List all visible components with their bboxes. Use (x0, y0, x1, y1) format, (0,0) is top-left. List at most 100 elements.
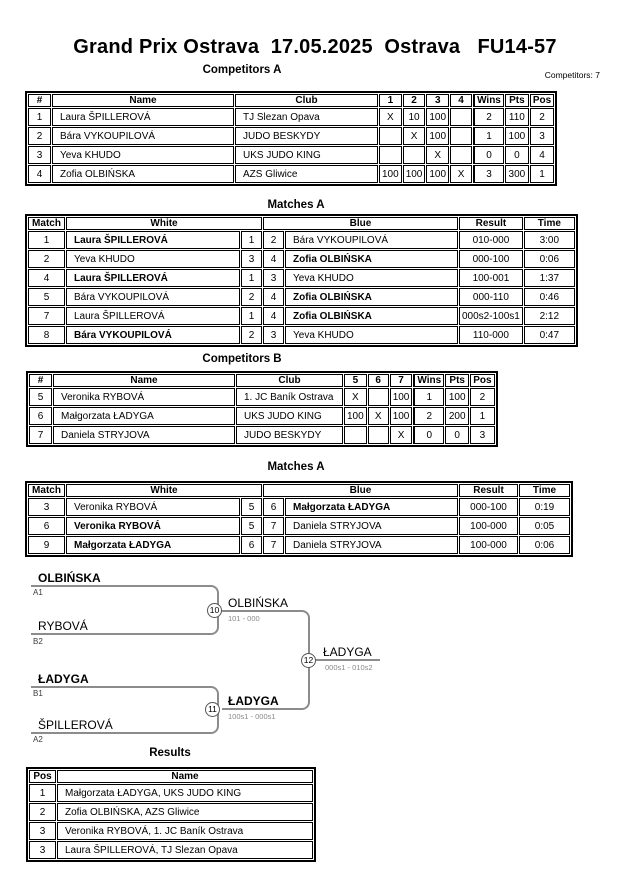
bracket-line-winner-top (222, 610, 310, 661)
white-seed-cell: 1 (241, 231, 262, 249)
num-cell: 7 (29, 426, 52, 444)
name-cell: Małgorzata ŁADYGA (53, 407, 235, 425)
result-cell: 100 (389, 388, 413, 406)
pts-cell: 100 (445, 388, 470, 406)
pts-cell: 0 (445, 426, 470, 444)
match-number-cell: 6 (28, 517, 65, 535)
result-cell: X (402, 127, 426, 145)
name-cell: Veronika RYBOVÁ (53, 388, 235, 406)
results-table: Pos Name 1 Małgorzata ŁADYGA, UKS JUDO K… (26, 767, 316, 862)
club-cell: JUDO BESKYDY (235, 127, 378, 145)
table-row: 2 Bára VYKOUPILOVÁ JUDO BESKYDY X 100 1 … (28, 127, 555, 145)
time-cell: 3:00 (523, 231, 575, 249)
col-header-time: Time (523, 217, 575, 230)
name-cell: Bára VYKOUPILOVÁ (52, 127, 234, 145)
result-cell: 100-000 (459, 517, 518, 535)
col-header-wins: Wins (473, 94, 504, 107)
matches-a2-table: Match White Blue Result Time 3 Veronika … (25, 481, 573, 557)
wins-cell: 3 (473, 165, 504, 183)
white-seed-cell: 5 (241, 498, 262, 516)
pos-cell: 1 (470, 407, 495, 425)
result-cell: 100 (426, 108, 450, 126)
col-header-r3: 7 (389, 374, 413, 387)
bracket-seed-label: B2 (33, 637, 43, 646)
match-row: 6 Veronika RYBOVÁ 5 7 Daniela STRYJOVA 1… (28, 517, 570, 535)
competitors-a-table: # Name Club 1 2 3 4 Wins Pts Pos 1 Laura… (25, 91, 558, 186)
num-cell: 2 (28, 127, 51, 145)
white-name-cell: Veronika RYBOVÁ (66, 498, 240, 516)
section-heading-results: Results (149, 747, 191, 759)
competitors-count-label: Competitors: 7 (544, 70, 600, 80)
white-seed-cell: 6 (241, 536, 262, 554)
col-header-result: Result (459, 484, 518, 497)
result-cell: 100-000 (459, 536, 518, 554)
result-cell (402, 146, 426, 164)
pos-cell: 2 (29, 803, 56, 821)
blue-seed-cell: 4 (263, 250, 284, 268)
match-number-cell: 4 (28, 269, 65, 287)
table-row: 6 Małgorzata ŁADYGA UKS JUDO KING 100 X … (29, 407, 495, 425)
col-header-pts: Pts (504, 94, 529, 107)
bracket-line-winner-bottom (222, 660, 310, 710)
club-cell: UKS JUDO KING (236, 407, 343, 425)
pos-cell: 3 (29, 822, 56, 840)
col-header-white: White (66, 484, 262, 497)
name-cell: Zofia OLBIŃSKA (52, 165, 234, 183)
wins-cell: 0 (413, 426, 445, 444)
pts-cell: 300 (504, 165, 529, 183)
wins-cell: 2 (413, 407, 445, 425)
match-row: 3 Veronika RYBOVÁ 5 6 Małgorzata ŁADYGA … (28, 498, 570, 516)
table-header-row: # Name Club 1 2 3 4 Wins Pts Pos (28, 94, 555, 107)
match-number-cell: 2 (28, 250, 65, 268)
club-cell: TJ Slezan Opava (235, 108, 378, 126)
white-name-cell: Bára VYKOUPILOVÁ (66, 326, 240, 344)
col-header-name: Name (52, 94, 234, 107)
section-heading-competitors-a: Competitors A (202, 64, 282, 76)
col-header-result: Result (459, 217, 523, 230)
result-cell (379, 127, 402, 145)
white-seed-cell: 1 (241, 269, 262, 287)
result-cell: X (426, 146, 450, 164)
white-name-cell: Laura ŠPILLEROVÁ (66, 269, 240, 287)
white-name-cell: Yeva KHUDO (66, 250, 240, 268)
result-cell: 000-110 (459, 288, 523, 306)
bracket-match-node-10: 10 (207, 603, 222, 618)
col-header-name: Name (53, 374, 235, 387)
blue-name-cell: Małgorzata ŁADYGA (285, 498, 458, 516)
pos-cell: 4 (529, 146, 555, 164)
blue-seed-cell: 4 (263, 307, 284, 325)
col-header-club: Club (236, 374, 343, 387)
result-cell: 010-000 (459, 231, 523, 249)
blue-seed-cell: 4 (263, 288, 284, 306)
result-cell (367, 388, 389, 406)
result-cell (450, 127, 473, 145)
pos-cell: 3 (29, 841, 56, 859)
col-header-pos: Pos (29, 770, 56, 783)
blue-name-cell: Yeva KHUDO (285, 326, 458, 344)
col-header-wins: Wins (413, 374, 445, 387)
pos-cell: 1 (529, 165, 555, 183)
pos-cell: 2 (529, 108, 555, 126)
result-cell: X (450, 165, 473, 183)
col-header-r2: 2 (402, 94, 426, 107)
col-header-r2: 6 (367, 374, 389, 387)
col-header-blue: Blue (263, 484, 458, 497)
col-header-r3: 3 (426, 94, 450, 107)
bracket-score-label: 100s1 - 000s1 (228, 712, 276, 721)
table-header-row: Pos Name (29, 770, 313, 783)
white-name-cell: Laura ŠPILLEROVÁ (66, 231, 240, 249)
result-cell: X (367, 407, 389, 425)
blue-name-cell: Bára VYKOUPILOVÁ (285, 231, 458, 249)
blue-name-cell: Zofia OLBIŃSKA (285, 307, 458, 325)
matches-a1-table: Match White Blue Result Time 1 Laura ŠPI… (25, 214, 578, 347)
match-number-cell: 7 (28, 307, 65, 325)
col-header-club: Club (235, 94, 378, 107)
result-cell (450, 146, 473, 164)
club-cell: AZS Gliwice (235, 165, 378, 183)
white-seed-cell: 2 (241, 326, 262, 344)
white-name-cell: Veronika RYBOVÁ (66, 517, 240, 535)
bracket-slot-name: ŁADYGA (38, 672, 89, 686)
blue-seed-cell: 3 (263, 269, 284, 287)
wins-cell: 2 (473, 108, 504, 126)
name-cell: Laura ŠPILLEROVÁ (52, 108, 234, 126)
